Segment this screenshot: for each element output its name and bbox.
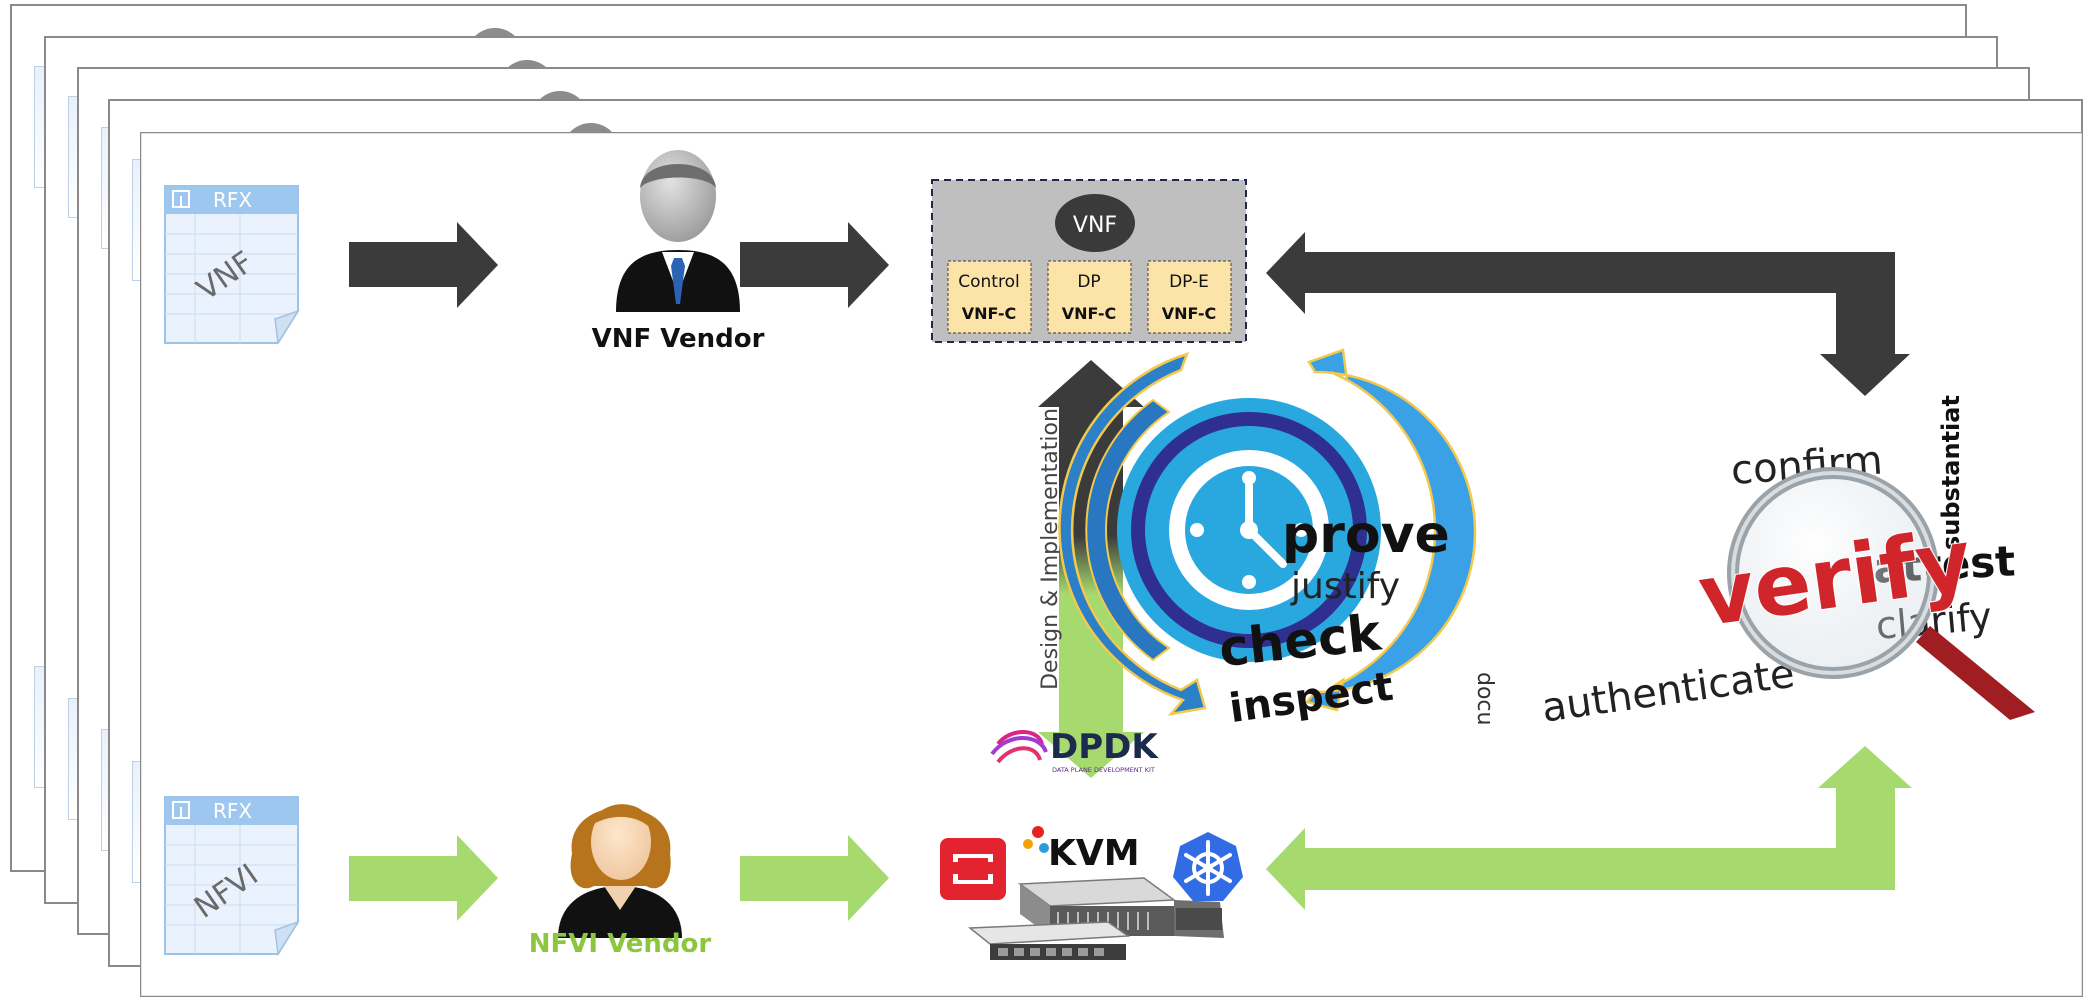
- design-implementation-label: Design & Implementation: [1038, 408, 1063, 690]
- vnfc-dp-e-type: VNF-C: [1162, 304, 1217, 323]
- businessman-icon: [616, 150, 740, 312]
- nfvi-vendor-label: NFVI Vendor: [529, 929, 712, 959]
- word-docu: docu: [1472, 672, 1497, 725]
- vnf-box: VNF Control VNF-C DP VNF-C DP-E VNF-C: [931, 179, 1247, 343]
- openstack-icon: [940, 838, 1006, 900]
- vnfc-dp-type: VNF-C: [1062, 304, 1117, 323]
- magnifier-icon: [1727, 467, 2035, 720]
- vnfc-control-name: Control: [958, 272, 1019, 292]
- arrow-infra-to-verify: [1266, 746, 1912, 910]
- arrow-nfvi-vendor-to-infra: [740, 835, 889, 921]
- vnf-title: VNF: [1073, 213, 1117, 238]
- rfx-nfvi-document-icon: RFX NFVI: [164, 796, 300, 957]
- businesswoman-icon: [558, 804, 682, 938]
- dpdk-title: DPDK: [1050, 727, 1159, 767]
- rfx-vnf-header: RFX: [213, 188, 252, 212]
- word-prove: prove: [1282, 505, 1450, 565]
- rfx-vnf-document-icon: RFX VNF: [164, 185, 300, 346]
- word-substantiate: substantiat: [1937, 395, 1965, 550]
- word-justify: justify: [1290, 566, 1400, 607]
- vnf-vendor-label: VNF Vendor: [592, 324, 765, 354]
- rfx-nfvi-header: RFX: [213, 799, 252, 823]
- dpdk-logo-icon: [990, 730, 1048, 764]
- vnfc-dp-e-name: DP-E: [1169, 272, 1209, 292]
- arrow-verify-to-vnf: [1266, 232, 1910, 396]
- vnf-title-badge: [1055, 194, 1135, 252]
- kubernetes-icon: [1173, 832, 1243, 901]
- arrow-vnf-vendor-to-vnf: [740, 222, 889, 308]
- server-icon: [967, 877, 1224, 960]
- infrastructure-stack: DPDK DATA PLANE DEVELOPMENT KIT KVM: [940, 727, 1243, 960]
- vnfc-control-type: VNF-C: [962, 304, 1017, 323]
- kvm-label: KVM: [1048, 833, 1140, 874]
- arrow-rfx-to-nfvi-vendor: [349, 835, 498, 921]
- dpdk-subtitle: DATA PLANE DEVELOPMENT KIT: [1052, 766, 1155, 774]
- front-sheet: RFX VNF RFX NFVI VNF Vendor: [140, 132, 2083, 997]
- vnfc-dp-name: DP: [1077, 272, 1100, 292]
- vnfc-control: Control VNF-C: [947, 260, 1032, 334]
- clock-cycle-icon: [1058, 348, 1477, 716]
- arrow-rfx-to-vnf-vendor: [349, 222, 498, 308]
- vnfc-dp-e: DP-E VNF-C: [1147, 260, 1232, 334]
- kvm-logo-icon: [1023, 826, 1049, 853]
- vnfc-dp: DP VNF-C: [1047, 260, 1132, 334]
